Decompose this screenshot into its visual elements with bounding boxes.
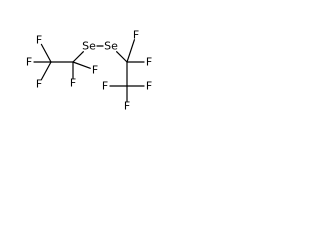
- bonds: [33, 39, 145, 102]
- atom-label-se1: Se: [82, 40, 96, 53]
- bond-Se1-C1: [72, 51, 84, 63]
- atom-label-f3: F: [26, 56, 32, 69]
- atom-label-f7: F: [146, 56, 152, 69]
- atom-label-f4: F: [70, 77, 76, 90]
- atom-label-f8: F: [102, 80, 108, 93]
- atom-label-f1: F: [36, 34, 42, 47]
- bond-C2-F1: [40, 43, 52, 63]
- atom-label-f9: F: [146, 80, 152, 93]
- bond-C2-F2: [40, 61, 52, 81]
- atom-label-f10: F: [124, 100, 130, 113]
- atom-label-f2: F: [36, 78, 42, 91]
- atom-label-se2: Se: [104, 40, 118, 53]
- atom-label-f5: F: [92, 64, 98, 77]
- atom-label-f6: F: [133, 29, 139, 42]
- bond-C1-F5: [72, 61, 91, 69]
- bond-Se2-C3: [116, 51, 128, 63]
- bond-C3-F6: [126, 39, 136, 63]
